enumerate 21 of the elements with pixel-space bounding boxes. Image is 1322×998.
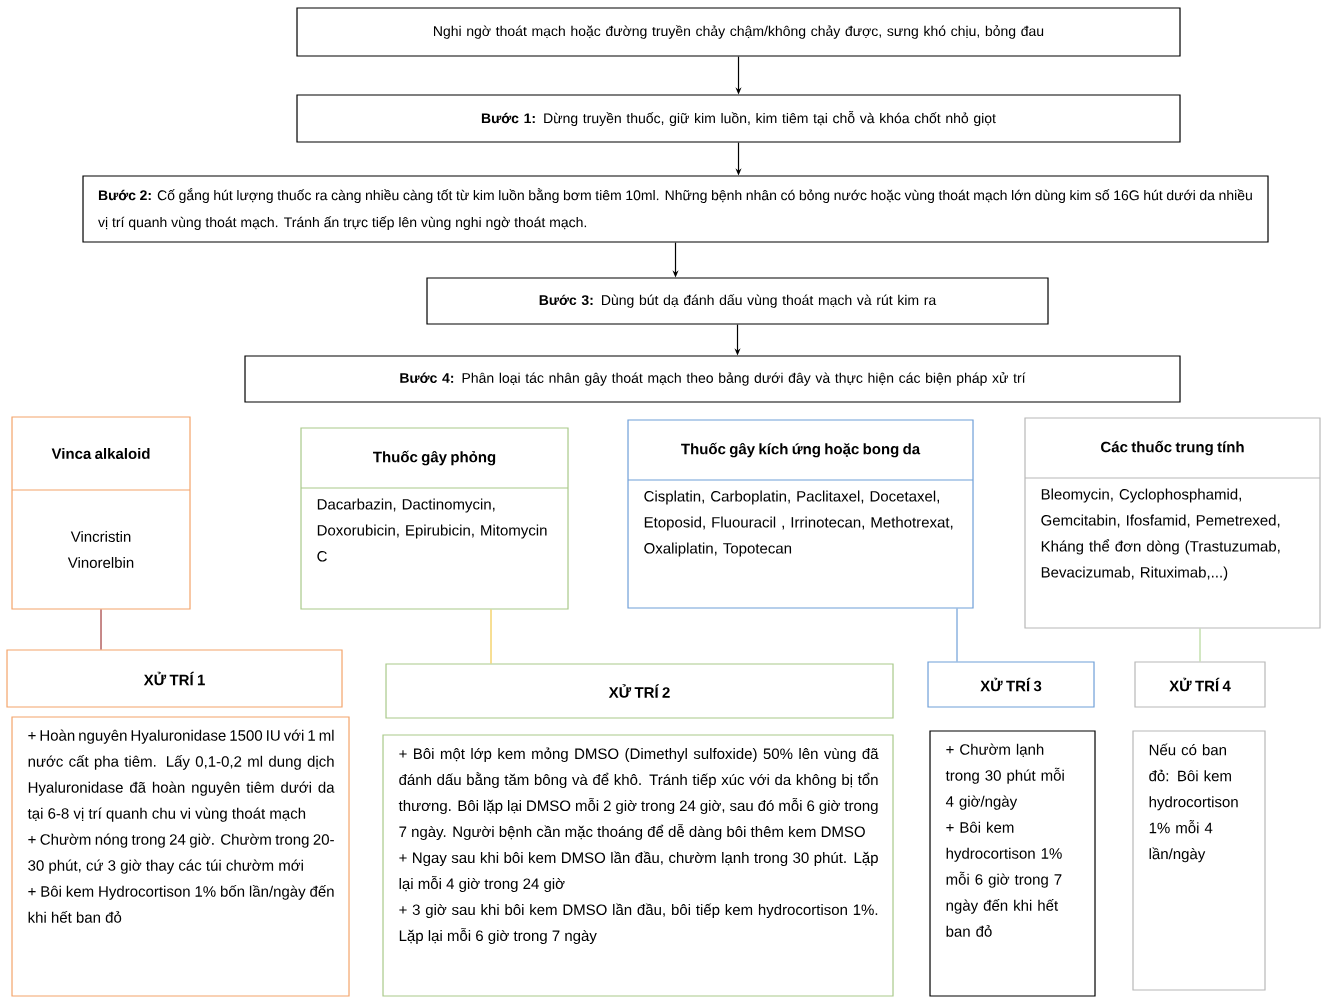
treatment-box: + Bôi một lớp kem mỏng DMSO (Dimethyl sulfoxide) 50% lên vùng đã đánh dấu bằng tăm bông và để khô. Tránh tiếp xúc với da không bị tổn thương. Bôi lặp lại DMSO mỗi 2 giờ trong 24 giờ, sau đó mỗi 6 giờ trong 7 ngày. Người bệnh cần mặc thoáng để dễ dàng bôi thêm kem DMSO + Ngay sau khi bôi kem DMSO lần đầu, chườm lạnh trong 30 phút. Lặp lại mỗi 4 giờ trong 24 giờ + 3 giờ sau khi bôi kem DMSO lần đầu, bôi tiếp kem hydrocortison 1%. Lặp lại mỗi 6 giờ trong 7 ngày: [382, 734, 894, 997]
step-box: Bước 1: Dừng truyền thuốc, giữ kim luồn, kim tiêm tại chỗ và khóa chốt nhỏ giọt: [296, 94, 1181, 143]
treatment-heading-box: XỬ TRÍ 3: [927, 661, 1095, 708]
treatment-heading-box: XỬ TRÍ 4: [1134, 661, 1266, 708]
drug-group-box: Thuốc gây kích ứng hoặc bong da Cisplatin, Carboplatin, Paclitaxel, Docetaxel, Etoposid, Fluouracil , Irrinotecan, Methotrexat, Oxaliplatin, Topotecan: [627, 419, 974, 609]
connector: [490, 609, 492, 664]
step-box: Bước 4: Phân loại tác nhân gây thoát mạch theo bảng dưới đây và thực hiện các biện pháp xử trí: [244, 355, 1181, 403]
connector: [100, 609, 102, 650]
drug-group-box: Vinca alkaloid Vincristin Vinorelbin: [11, 416, 191, 610]
treatment-heading-box: XỬ TRÍ 2: [385, 663, 894, 719]
drug-group-box: Thuốc gây phỏng Dacarbazin, Dactinomycin, Doxorubicin, Epirubicin, Mitomycin C: [300, 427, 569, 610]
treatment-heading-box: XỬ TRÍ 1: [6, 649, 343, 708]
drug-group-box: Các thuốc trung tính Bleomycin, Cyclophosphamid, Gemcitabin, Ifosfamid, Pemetrexed, Kháng thể đơn dòng (Trastuzumab, Bevacizumab, Rituximab,...): [1024, 417, 1321, 629]
treatment-box: Nếu có ban đỏ: Bôi kem hydrocortison 1% mỗi 4 lần/ngày: [1132, 730, 1266, 991]
treatment-box: + Hoàn nguyên Hyaluronidase 1500 IU với 1 ml nước cất pha tiêm. Lấy 0,1-0,2 ml dung dịch Hyaluronidase đã hoàn nguyên tiêm dưới da tại 6-8 vị trí quanh chu vi vùng thoát mạch + Chườm nóng trong 24 giờ. Chườm trong 20-30 phút, cứ 3 giờ thay các túi chườm mới + Bôi kem Hydrocortison 1% bốn lần/ngày đến khi hết ban đỏ: [11, 716, 350, 997]
connector: [1199, 628, 1201, 662]
step-box: Nghi ngờ thoát mạch hoặc đường truyền chảy chậm/không chảy được, sưng khó chịu, bỏng đau: [296, 7, 1181, 57]
treatment-box: + Chườm lạnh trong 30 phút mỗi 4 giờ/ngày + Bôi kem hydrocortison 1% mỗi 6 giờ trong 7 ngày đến khi hết ban đỏ: [929, 730, 1096, 997]
connector: [956, 608, 958, 662]
step-box: Bước 2: Cố gắng hút lượng thuốc ra càng nhiều càng tốt từ kim luồn bằng bơm tiêm 10ml. Những bệnh nhân có bỏng nước hoặc vùng thoát mạch lớn dùng kim số 16G hút dưới da nhiều vị trí quanh vùng thoát mạch. Tránh ấn trực tiếp lên vùng nghi ngờ thoát mạch.: [82, 175, 1269, 243]
step-box: Bước 3: Dùng bút dạ đánh dấu vùng thoát mạch và rút kim ra: [426, 277, 1049, 325]
